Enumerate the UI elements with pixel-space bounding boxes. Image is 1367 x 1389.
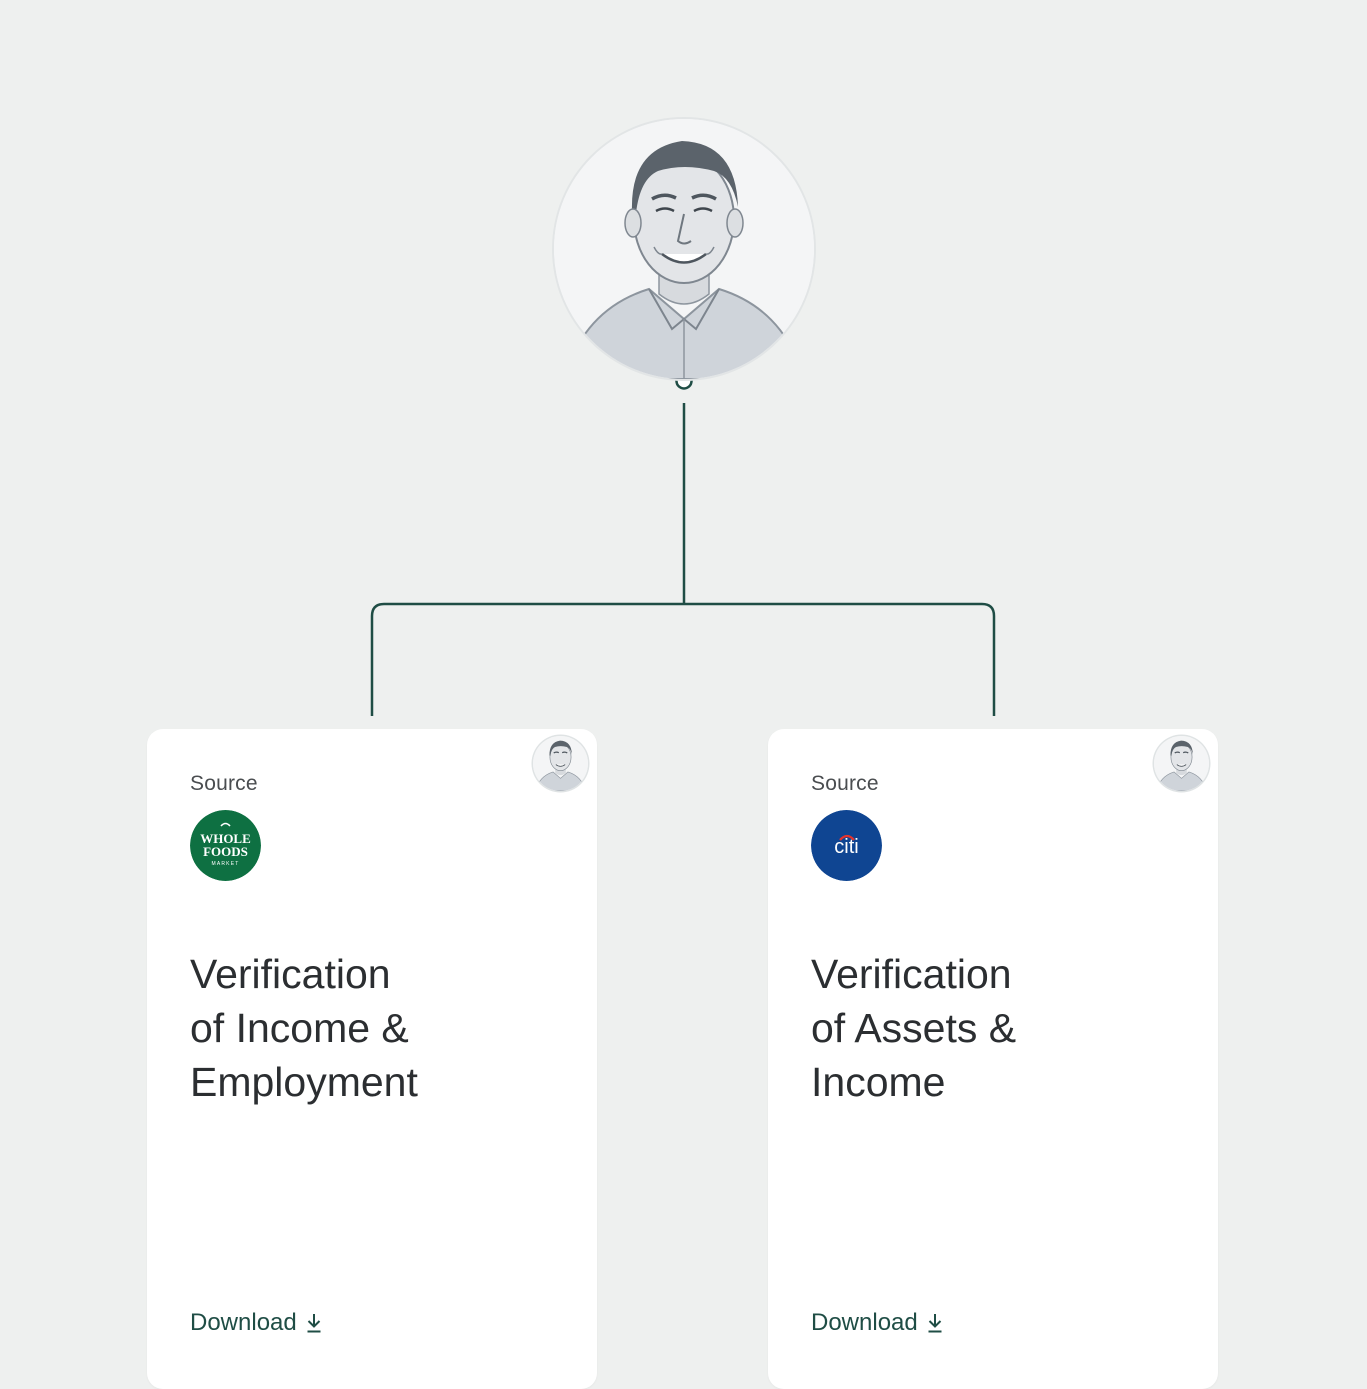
source-label: Source bbox=[811, 772, 879, 795]
svg-text:WHOLE: WHOLE bbox=[200, 831, 251, 846]
profile-avatar bbox=[554, 119, 814, 379]
person-portrait-illustration bbox=[533, 736, 588, 791]
download-icon bbox=[927, 1313, 943, 1333]
card-title-line: Income bbox=[811, 1059, 946, 1105]
card-title-line: Employment bbox=[190, 1059, 418, 1105]
svg-text:citi: citi bbox=[834, 836, 858, 858]
verification-card-assets-income[interactable]: Source citi Verification of Assets & Inc… bbox=[768, 729, 1218, 1389]
person-portrait-illustration bbox=[554, 119, 814, 379]
card-title-line: of Income & bbox=[190, 1005, 409, 1051]
citi-logo: citi bbox=[811, 810, 882, 881]
card-avatar bbox=[533, 736, 588, 791]
card-title-line: Verification bbox=[811, 951, 1012, 997]
card-avatar bbox=[1154, 736, 1209, 791]
download-icon bbox=[306, 1313, 322, 1333]
card-title-line: Verification bbox=[190, 951, 391, 997]
person-portrait-illustration bbox=[1154, 736, 1209, 791]
download-button[interactable]: Download bbox=[190, 1309, 322, 1337]
download-button[interactable]: Download bbox=[811, 1309, 943, 1337]
download-label: Download bbox=[811, 1309, 918, 1336]
verification-card-income-employment[interactable]: Source WHOLE FOODS MARKET Verification o… bbox=[147, 729, 597, 1389]
card-title-line: of Assets & bbox=[811, 1005, 1017, 1051]
download-label: Download bbox=[190, 1309, 297, 1336]
svg-text:FOODS: FOODS bbox=[203, 844, 248, 859]
connector-path bbox=[370, 403, 996, 716]
source-label: Source bbox=[190, 772, 258, 795]
whole-foods-logo: WHOLE FOODS MARKET bbox=[190, 810, 261, 881]
card-title: Verification of Assets & Income bbox=[811, 947, 1191, 1109]
svg-text:MARKET: MARKET bbox=[211, 861, 239, 867]
card-title: Verification of Income & Employment bbox=[190, 947, 570, 1109]
